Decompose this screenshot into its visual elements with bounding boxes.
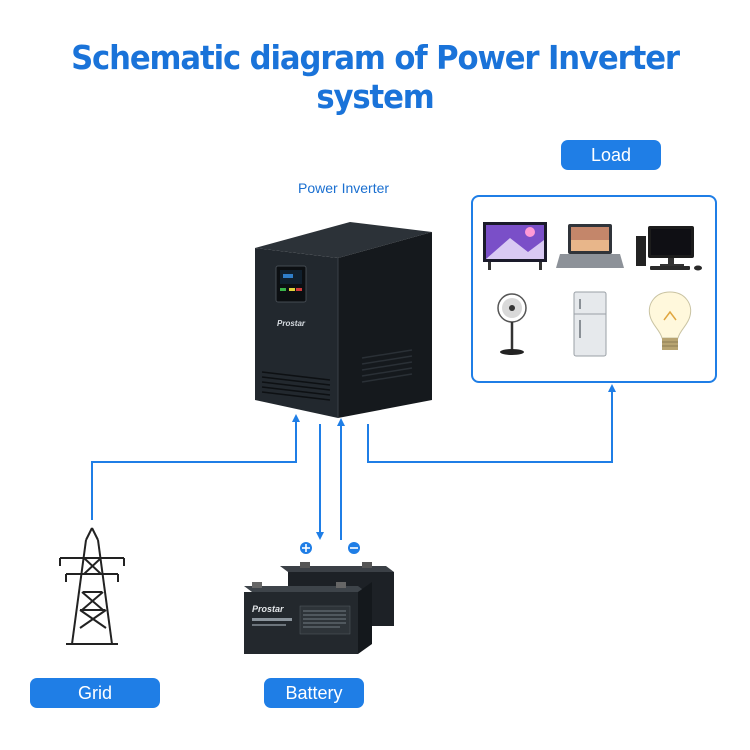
grid-label: Grid — [30, 678, 160, 708]
desktop-computer-icon — [636, 226, 702, 271]
negative-terminal-icon — [348, 542, 360, 554]
tv-icon — [483, 222, 547, 270]
power-tower-icon — [59, 527, 125, 645]
battery-icon: Prostar — [244, 562, 394, 654]
fridge-icon — [573, 291, 607, 357]
battery-brand: Prostar — [252, 604, 284, 614]
inverter-label: Power Inverter — [298, 180, 390, 196]
positive-terminal-icon — [300, 542, 312, 554]
laptop-icon — [556, 224, 624, 268]
fan-icon — [497, 293, 527, 355]
grid-to-inverter-line — [91, 414, 300, 520]
diagram-title: Schematic diagram of Power Inverter syst… — [71, 38, 680, 116]
power-inverter: Prostar — [255, 222, 432, 418]
inverter-to-load-line — [367, 384, 616, 463]
light-bulb-icon — [648, 291, 692, 350]
inverter-brand: Prostar — [277, 319, 306, 328]
load-label: Load — [561, 140, 661, 170]
battery-label: Battery — [264, 678, 364, 708]
